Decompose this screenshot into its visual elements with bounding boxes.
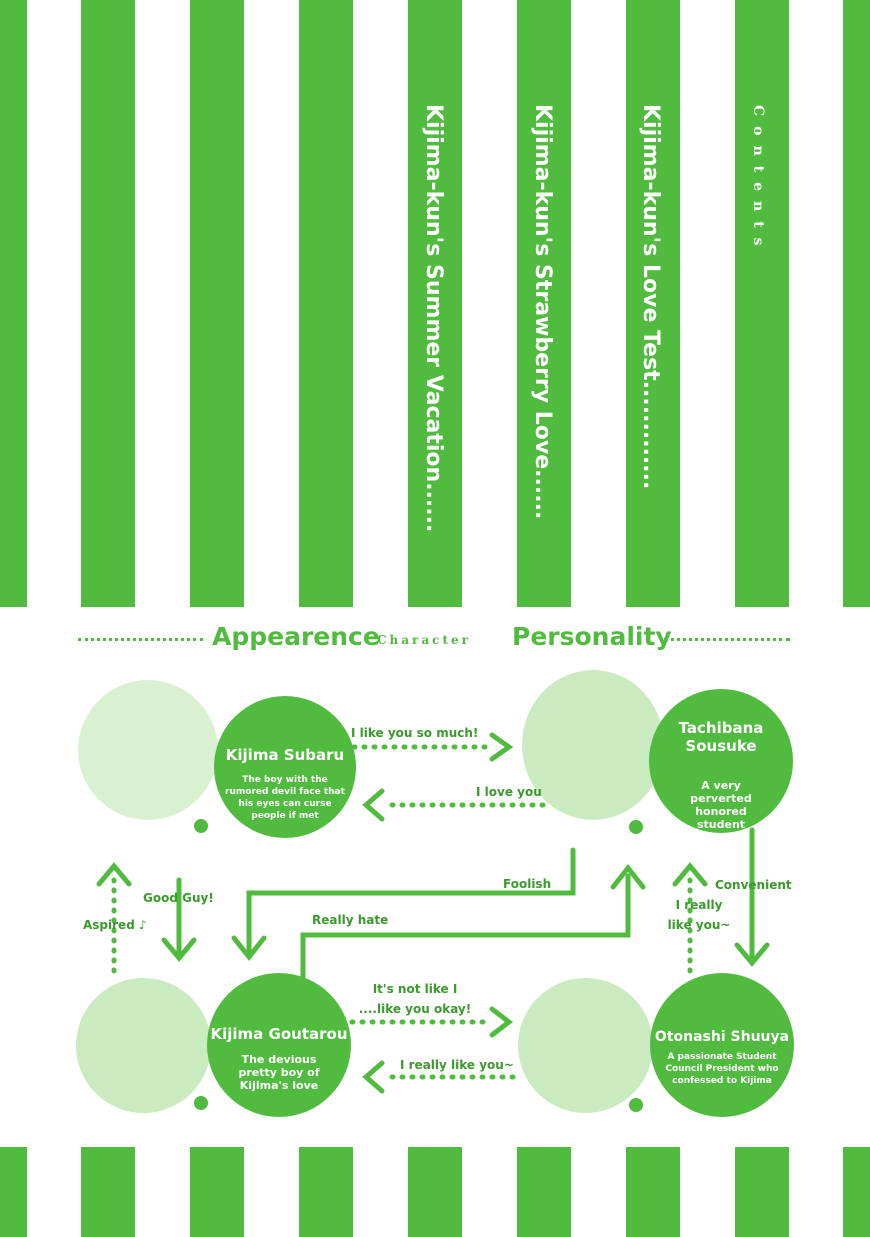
arrow-head [672, 862, 708, 887]
character-description: The devious pretty boy of Kijima's love [238, 1053, 320, 1092]
character-card-otonashi-shuuya: Otonashi Shuuya A passionate Student Cou… [650, 973, 794, 1117]
avatar-tachibana-sousuke [522, 670, 664, 820]
character-name: Kijima Goutarou [210, 1025, 348, 1043]
arrow-head [362, 1060, 385, 1094]
character-heading: Character [377, 633, 471, 647]
header-dotted-rule [78, 638, 203, 641]
relation-label: Foolish [503, 877, 552, 891]
top-stripe [0, 0, 27, 607]
avatar-kijima-goutarou [76, 978, 211, 1113]
character-name: Tachibana Sousuke [678, 719, 764, 755]
character-card-kijima-goutarou: Kijima Goutarou The devious pretty boy o… [207, 973, 351, 1117]
bottom-stripe [843, 1147, 870, 1237]
bottom-stripe [626, 1147, 680, 1237]
personality-heading: Personality [512, 622, 672, 651]
character-card-kijima-subaru: Kijima Subaru The boy with the rumored d… [214, 696, 356, 838]
top-stripe [299, 0, 353, 607]
bottom-stripe [190, 1147, 244, 1237]
top-stripe [408, 0, 462, 607]
arrow-head [489, 732, 514, 762]
arrow-head [161, 937, 197, 962]
arrow-head [489, 1006, 514, 1038]
top-stripe [843, 0, 870, 607]
relation-label: I really like you~ [667, 898, 731, 932]
arrow-head [362, 788, 385, 822]
appearance-heading: Appearence [212, 622, 380, 651]
relation-label: It's not like I ....like you okay! [358, 982, 472, 1016]
top-stripe [81, 0, 135, 607]
relation-label: Good Guy! [143, 891, 214, 905]
bottom-stripe [81, 1147, 135, 1237]
arrow-head [96, 862, 132, 887]
toc-entry-page: 003 [634, 555, 672, 573]
toc-entry-page: 071 [526, 553, 564, 571]
top-stripe [626, 0, 680, 607]
header-dotted-rule [664, 638, 790, 641]
relation-label: I like you so much! [351, 726, 479, 740]
character-description: The boy with the rumored devil face that… [225, 775, 345, 821]
arrow-line [246, 847, 576, 958]
relation-label: Convenient [715, 878, 792, 892]
bottom-stripe [408, 1147, 462, 1237]
relation-label: Really hate [312, 913, 389, 927]
avatar-otonashi-shuuya [518, 978, 653, 1113]
arrow-head [231, 935, 267, 962]
top-stripe [517, 0, 571, 607]
character-name: Kijima Subaru [225, 746, 345, 764]
character-description: A passionate Student Council President w… [665, 1052, 779, 1086]
bottom-stripe [0, 1147, 27, 1237]
toc-entry-title: Kijima-kun's Strawberry Love...... [530, 104, 555, 520]
character-name: Otonashi Shuuya [654, 1029, 790, 1045]
contents-label: Contents [750, 105, 766, 256]
arrow-head [734, 942, 770, 967]
toc-entry-title: Kijima-kun's Summer Vacation...... [421, 104, 446, 533]
character-description: A very perverted honored student [690, 779, 752, 831]
bottom-stripe [299, 1147, 353, 1237]
arrow-head [610, 863, 646, 890]
avatar-kijima-subaru [78, 680, 218, 820]
relation-label: I love you [476, 785, 542, 799]
bottom-stripe [517, 1147, 571, 1237]
bottom-stripe [735, 1147, 789, 1237]
toc-entry-page: 135 [416, 555, 454, 573]
top-stripe [735, 0, 789, 607]
top-stripe [190, 0, 244, 607]
arrow-line [300, 873, 631, 981]
toc-entry-title: Kijima-kun's Love Test............. [638, 104, 663, 490]
relation-label: I really like you~ [400, 1058, 514, 1072]
character-card-tachibana-sousuke: Tachibana Sousuke A very perverted honor… [649, 689, 793, 833]
relation-label: Aspired ♪ [83, 918, 147, 932]
